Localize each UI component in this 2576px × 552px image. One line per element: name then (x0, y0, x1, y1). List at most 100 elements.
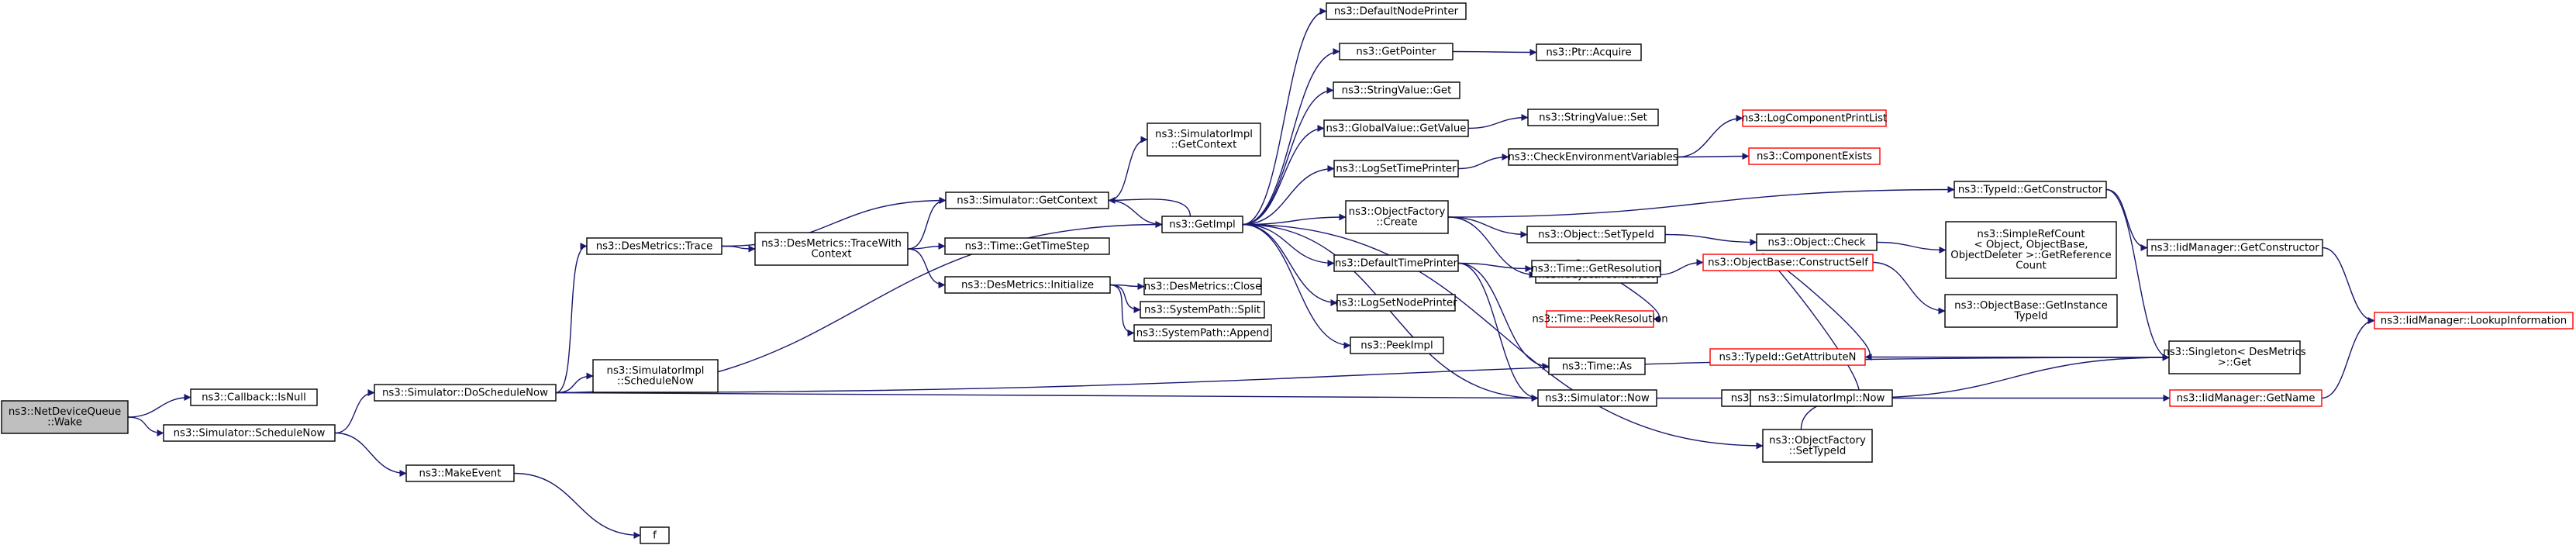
node-box (1350, 336, 1444, 354)
node-label: ns3::Object::SetTypeId (1538, 229, 1654, 240)
node-compexists[interactable]: ns3::ComponentExists (1748, 147, 1881, 165)
node-label: ns3::Time::PeekResolution (1532, 313, 1667, 325)
node-iidmgrlookup[interactable]: ns3::IidManager::LookupInformation (2374, 312, 2574, 329)
node-simimplctx[interactable]: ns3::SimulatorImpl::GetContext (1147, 122, 1261, 157)
node-strvalset[interactable]: ns3::StringValue::Set (1527, 109, 1659, 126)
node-timepeekres[interactable]: ns3::Time::PeekResolution (1532, 310, 1668, 328)
node-f[interactable]: f (640, 526, 670, 544)
node-box (1508, 148, 1678, 166)
node-simimplnow[interactable]: ns3::SimulatorImpl::Now (1750, 389, 1893, 407)
node-getcontext[interactable]: ns3::Simulator::GetContext (945, 191, 1109, 209)
node-box (2168, 340, 2301, 374)
edge-makeevent-to-f (513, 472, 641, 539)
node-doschednow[interactable]: ns3::Simulator::DoScheduleNow (374, 384, 557, 402)
node-objsettypeid[interactable]: ns3::Object::SetTypeId (1526, 226, 1666, 243)
node-defnodeprinter[interactable]: ns3::DefaultNodePrinter (1326, 2, 1467, 20)
edge-getimpl-to-logsettime (1242, 165, 1335, 226)
node-getpointer[interactable]: ns3::GetPointer (1339, 43, 1454, 60)
node-logsettime[interactable]: ns3::LogSetTimePrinter (1333, 160, 1459, 178)
node-box (1546, 310, 1654, 328)
node-append[interactable]: ns3::SystemPath::Append (1133, 324, 1272, 342)
node-iidmgrgetctor[interactable]: ns3::IidManager::GetConstructor (2147, 239, 2323, 257)
node-typeidgetattr[interactable]: ns3::TypeId::GetAttributeN (1709, 348, 1866, 366)
edge-getpointer-to-ptracquire (1452, 48, 1537, 56)
node-objcheck[interactable]: ns3::Object::Check (1756, 233, 1878, 251)
node-getimpl[interactable]: ns3::GetImpl (1161, 216, 1243, 233)
node-label: ns3::TypeId::GetAttributeN (1719, 351, 1857, 363)
node-label: ns3::TypeId::GetConstructor (1958, 184, 2103, 195)
node-box (1537, 389, 1657, 407)
edge-logsettime-to-checkenv (1457, 154, 1509, 170)
node-box (1333, 81, 1460, 99)
node-makeevent[interactable]: ns3::MakeEvent (405, 464, 515, 482)
node-simimplsched[interactable]: ns3::SimulatorImpl::ScheduleNow (592, 359, 719, 393)
node-box (190, 388, 318, 406)
edge-getimpl-to-defnodeprinter (1242, 8, 1327, 226)
edge-schednow-to-makeevent (334, 432, 407, 477)
edge-getimpl-to-globalvalget (1242, 125, 1325, 226)
node-gettimestep[interactable]: ns3::Time::GetTimeStep (944, 237, 1110, 255)
node-isnull[interactable]: ns3::Callback::IsNull (190, 388, 318, 406)
node-box (405, 464, 515, 482)
node-desclose[interactable]: ns3::DesMetrics::Close (1143, 278, 1262, 295)
edge-getimpl-to-objfactsettypeid (1242, 223, 1764, 450)
node-objfactsettypeid[interactable]: ns3::ObjectFactory::SetTypeId (1762, 429, 1873, 463)
node-label: ns3::DesMetrics::Initialize (961, 279, 1094, 291)
node-box (1333, 160, 1459, 178)
node-label: ns3::SimulatorImpl (1155, 129, 1253, 140)
node-strvalget[interactable]: ns3::StringValue::Get (1333, 81, 1460, 99)
node-desinit[interactable]: ns3::DesMetrics::Initialize (944, 276, 1111, 294)
node-defaulttime[interactable]: ns3::DefaultTimePrinter (1333, 254, 1459, 272)
node-typeidgetctor[interactable]: ns3::TypeId::GetConstructor (1954, 181, 2107, 198)
node-simplerefcount[interactable]: ns3::SimpleRefCount< Object, ObjectBase,… (1945, 221, 2117, 279)
node-box (640, 526, 670, 544)
node-globalvalget[interactable]: ns3::GlobalValue::GetValue (1323, 119, 1469, 137)
node-logsetnodeprinter[interactable]: ns3::LogSetNodePrinter (1335, 294, 1457, 312)
node-label: ns3::LogSetNodePrinter (1335, 297, 1457, 309)
node-label: ns3::NetDeviceQueue (9, 406, 121, 418)
edge-schednow-to-doschednow (334, 389, 375, 434)
node-timeas[interactable]: ns3::Time::As (1548, 357, 1646, 375)
edge-getimpl-to-peekimpl (1242, 223, 1351, 349)
edge-iidmgrgetctor-to-iidmgrlookup (2322, 247, 2375, 324)
node-box (1323, 119, 1469, 137)
node-label: < Object, ObjectBase, (1974, 240, 2088, 251)
node-label: ns3::PeekImpl (1360, 340, 1433, 351)
edge-objfactcreate-to-typeidgetctor (1447, 186, 1955, 218)
edge-desinit-to-append (1109, 284, 1135, 336)
node-box (1954, 181, 2107, 198)
node-box (1147, 122, 1261, 157)
node-split[interactable]: ns3::SystemPath::Split (1140, 301, 1265, 319)
node-objfactcreate[interactable]: ns3::ObjectFactory::Create (1345, 200, 1449, 234)
node-label: ns3::GetImpl (1169, 219, 1235, 230)
node-label: ns3::ObjectBase::GetInstance (1954, 300, 2108, 312)
node-objbaseconstruct[interactable]: ns3::ObjectBase::ConstructSelf (1702, 254, 1874, 271)
node-label: ns3::Singleton< DesMetrics (2163, 347, 2305, 358)
node-label: ::ScheduleNow (617, 376, 694, 388)
node-desmtrace[interactable]: ns3::DesMetrics::Trace (586, 237, 722, 255)
node-singletonget[interactable]: ns3::Singleton< DesMetrics >::Get (2163, 340, 2306, 374)
edge-defaulttime-to-simnow (1457, 262, 1539, 402)
edge-doschednow-to-desmtrace (555, 243, 588, 394)
node-box (1536, 43, 1642, 61)
node-label: ns3::ObjectFactory (1769, 435, 1866, 447)
node-logcomplist[interactable]: ns3::LogComponentPrintList (1742, 109, 1888, 127)
node-box (1326, 2, 1467, 20)
node-checkenv[interactable]: ns3::CheckEnvironmentVariables (1508, 148, 1678, 166)
node-iidmgrgetname[interactable]: ns3::IidManager::GetName (2169, 389, 2323, 407)
node-box (1702, 254, 1874, 271)
edge-objconstruct-to-objbaseconstruct (1657, 259, 1704, 276)
edge-tracewith-to-desinit (907, 248, 946, 288)
node-ptracquire[interactable]: ns3::Ptr::Acquire (1536, 43, 1642, 61)
edge-getimpl-to-getpointer (1242, 48, 1340, 226)
node-root[interactable]: ns3::NetDeviceQueue::Wake (1, 400, 129, 434)
node-label: ns3::DesMetrics::Trace (596, 240, 713, 252)
node-timegetres[interactable]: ns3::Time::GetResolution (1531, 260, 1661, 278)
node-schednow[interactable]: ns3::Simulator::ScheduleNow (163, 424, 336, 442)
node-box (1742, 109, 1887, 127)
node-label: ns3::GlobalValue::GetValue (1326, 122, 1467, 134)
node-simnow[interactable]: ns3::Simulator::Now (1537, 389, 1657, 407)
node-peekimpl[interactable]: ns3::PeekImpl (1350, 336, 1444, 354)
